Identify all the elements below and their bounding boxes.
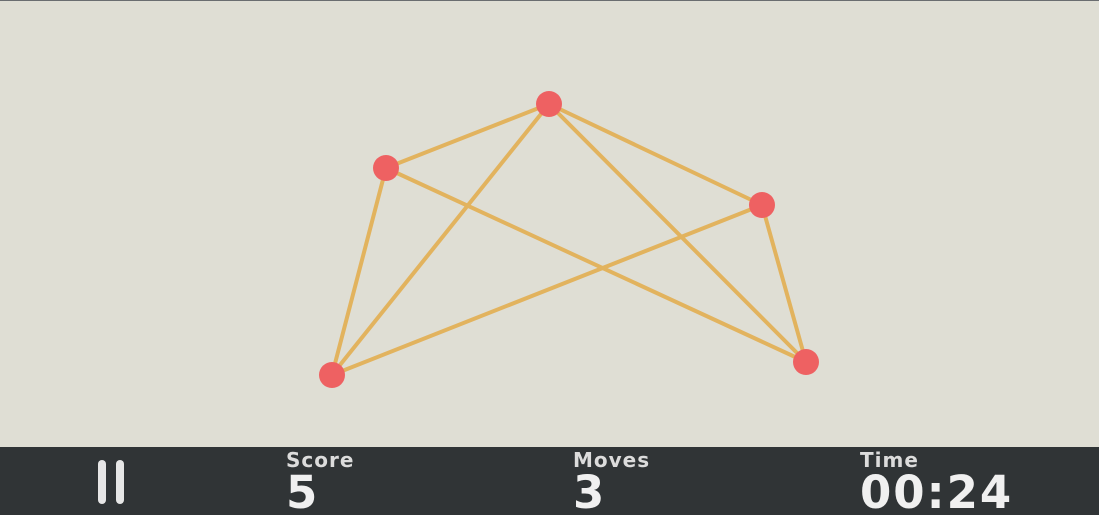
score-label: Score — [286, 448, 355, 472]
edge-n2-n4 — [330, 166, 388, 377]
time-label: Time — [860, 448, 919, 472]
edge-n1-n2 — [384, 102, 551, 170]
hud-bar: Score 5 Moves 3 Time 00:24 — [0, 447, 1099, 515]
pause-icon-bar — [116, 460, 124, 504]
game-board[interactable] — [0, 1, 1099, 447]
node-n2[interactable] — [373, 155, 399, 181]
time-value: 00:24 — [860, 466, 1014, 515]
edge-n3-n5 — [760, 203, 808, 364]
moves-value: 3 — [573, 466, 607, 515]
edge-n3-n4 — [330, 203, 764, 377]
pause-button[interactable] — [92, 460, 136, 504]
node-layer — [319, 91, 819, 388]
node-n3[interactable] — [749, 192, 775, 218]
node-n4[interactable] — [319, 362, 345, 388]
score-value: 5 — [286, 466, 320, 515]
pause-icon — [98, 460, 106, 504]
edge-n1-n3 — [547, 102, 764, 207]
node-n5[interactable] — [793, 349, 819, 375]
edge-n1-n4 — [330, 102, 551, 377]
node-n1[interactable] — [536, 91, 562, 117]
edge-layer — [330, 102, 808, 377]
moves-label: Moves — [573, 448, 651, 472]
edge-n1-n5 — [547, 102, 808, 364]
edge-n2-n5 — [384, 166, 808, 364]
